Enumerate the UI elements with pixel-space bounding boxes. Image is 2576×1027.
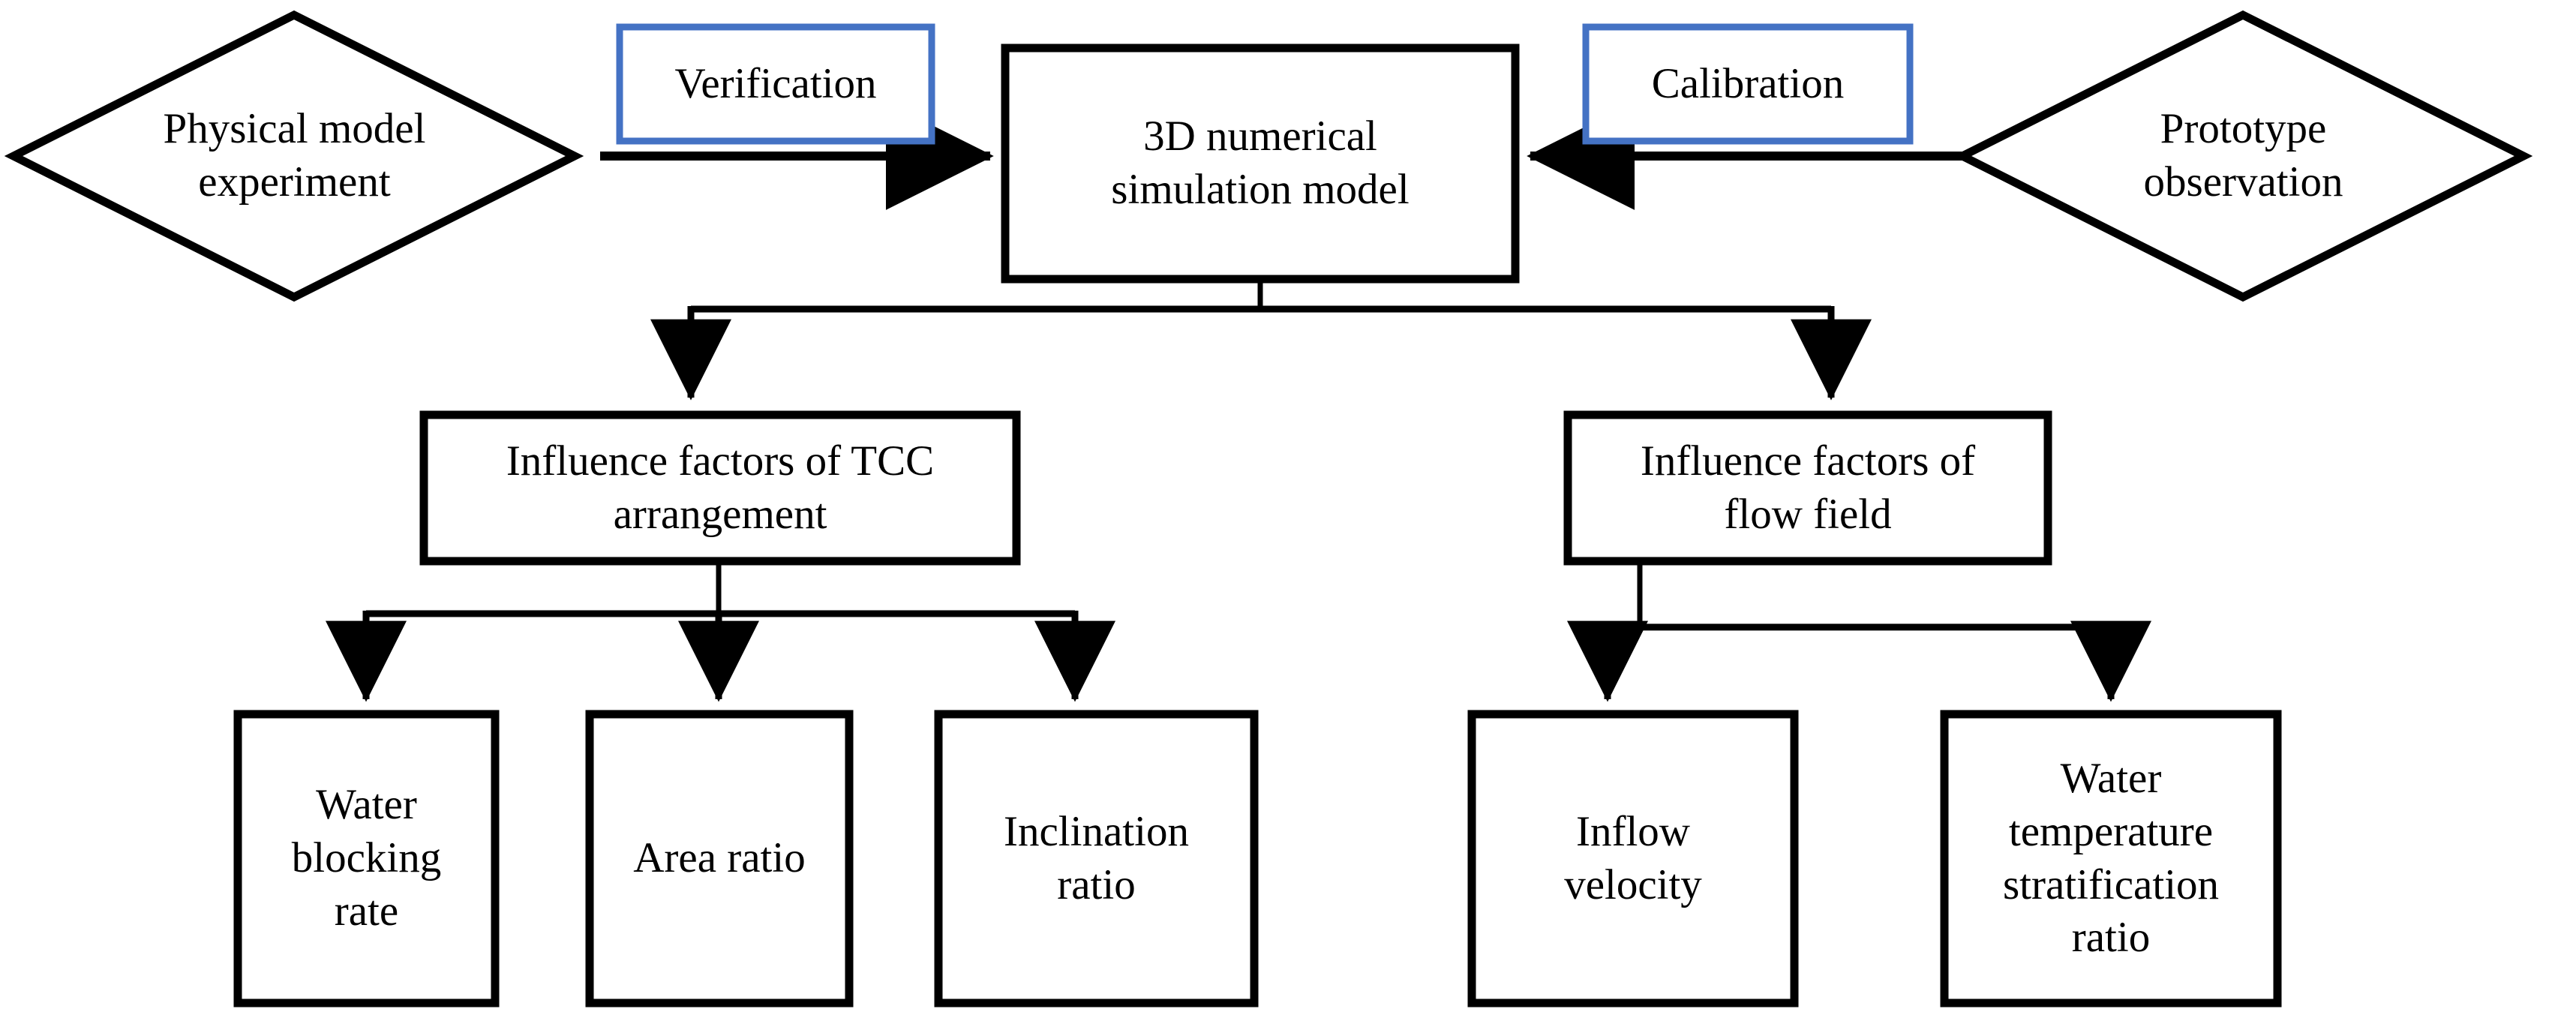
- edge-simulation-to-mid: [650, 279, 1872, 401]
- edge-flow-to-leaves: [1567, 561, 2151, 702]
- node-tcc-factors-shape[interactable]: [419, 410, 1021, 566]
- node-area-ratio-shape[interactable]: [585, 710, 854, 1007]
- node-verification-label-shape[interactable]: [616, 23, 935, 145]
- node-prototype-observation-shape[interactable]: [1953, 10, 2533, 302]
- node-inclination-ratio-shape[interactable]: [934, 710, 1259, 1007]
- node-flow-factors-shape[interactable]: [1563, 410, 2052, 566]
- node-inflow-velocity-shape[interactable]: [1467, 710, 1799, 1007]
- node-water-blocking-rate-shape[interactable]: [233, 710, 500, 1007]
- node-simulation-model-shape[interactable]: [1001, 44, 1520, 284]
- node-water-temp-strat-ratio-shape[interactable]: [1940, 710, 2282, 1007]
- edge-tcc-to-leaves: [326, 561, 1115, 702]
- node-calibration-label-shape[interactable]: [1582, 23, 1914, 145]
- node-physical-model-shape[interactable]: [4, 10, 584, 302]
